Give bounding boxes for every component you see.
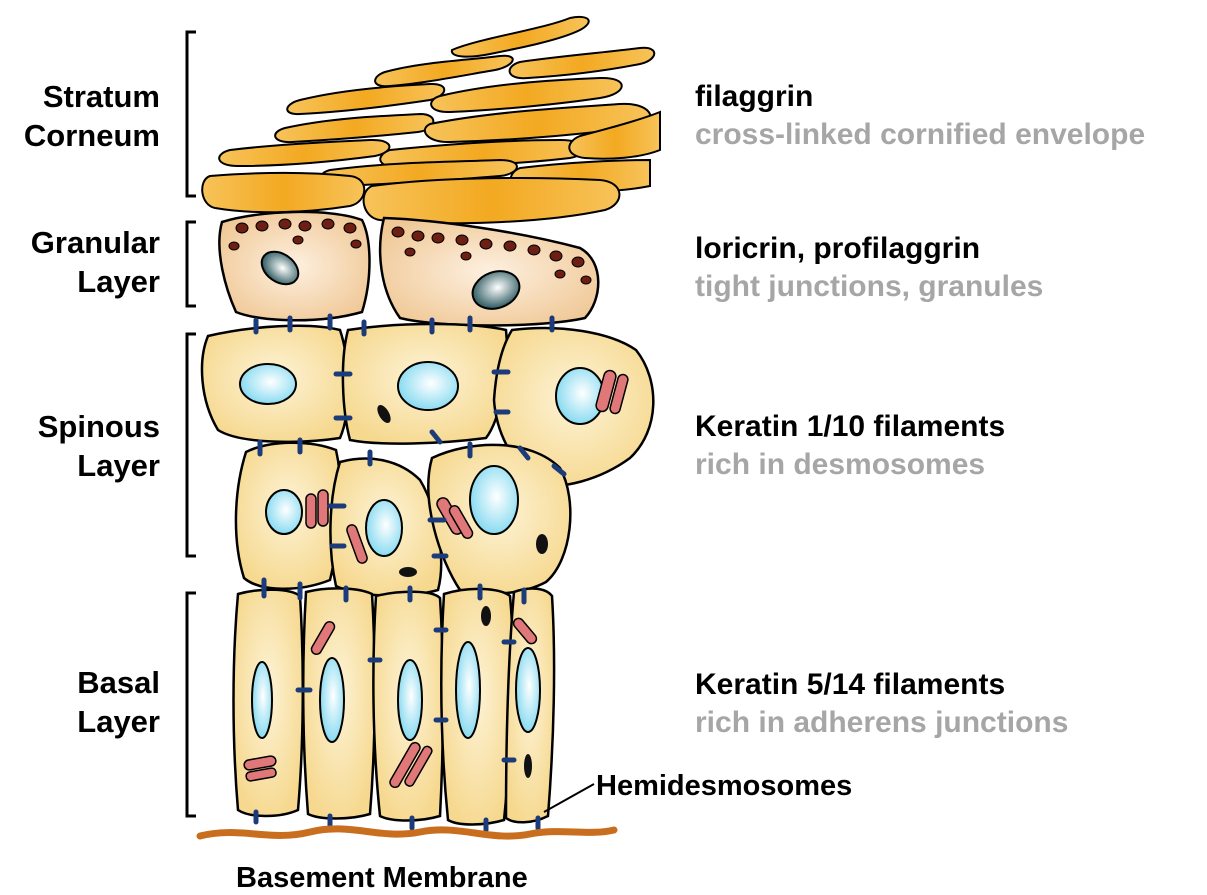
desc-sub: rich in adherens junctions — [695, 704, 1068, 742]
desc-sub: rich in desmosomes — [695, 446, 1005, 484]
layer-name-line2: Layer — [77, 448, 160, 483]
layer-name-stratum-corneum: Stratum Corneum — [0, 78, 160, 156]
basement-membrane — [200, 829, 614, 836]
hemidesmosomes-label: Hemidesmosomes — [596, 770, 852, 803]
basement-membrane-label: Basement Membrane — [236, 862, 528, 895]
desc-sub: cross-linked cornified envelope — [695, 116, 1145, 154]
desc-stratum-corneum: filaggrin cross-linked cornified envelop… — [695, 78, 1145, 153]
desc-spinous: Keratin 1/10 filaments rich in desmosome… — [695, 408, 1005, 483]
layer-name-spinous: Spinous Layer — [0, 408, 160, 486]
layer-name-line2: Layer — [77, 704, 160, 739]
layer-name-line1: Spinous — [38, 409, 160, 444]
layer-name-line1: Granular — [31, 225, 160, 260]
desc-main: Keratin 1/10 filaments — [695, 408, 1005, 446]
desc-granular: loricrin, profilaggrin tight junctions, … — [695, 230, 1043, 305]
granular-cells — [219, 212, 598, 326]
desc-sub: tight junctions, granules — [695, 268, 1043, 306]
layer-name-line2: Corneum — [24, 118, 160, 153]
layer-name-basal: Basal Layer — [0, 664, 160, 742]
layer-name-line1: Stratum — [43, 79, 160, 114]
basal-cells — [234, 588, 555, 824]
corneum-cells — [202, 17, 660, 223]
desc-main: Keratin 5/14 filaments — [695, 666, 1068, 704]
layer-name-line1: Basal — [77, 665, 160, 700]
desc-basal: Keratin 5/14 filaments rich in adherens … — [695, 666, 1068, 741]
hemidesmosome-pointer — [544, 784, 594, 812]
desc-main: loricrin, profilaggrin — [695, 230, 1043, 268]
layer-name-line2: Layer — [77, 264, 160, 299]
layer-brackets — [187, 32, 196, 816]
layer-name-granular: Granular Layer — [0, 224, 160, 302]
desc-main: filaggrin — [695, 78, 1145, 116]
